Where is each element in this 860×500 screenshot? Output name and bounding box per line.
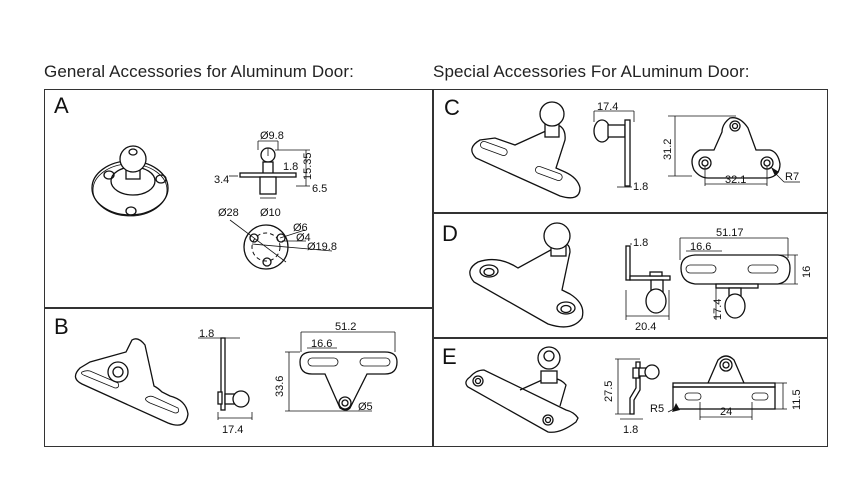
special-accessories-frame bbox=[432, 89, 828, 447]
dim-a-stem: 6.5 bbox=[312, 183, 327, 195]
dim-b-slot: 16.6 bbox=[311, 338, 332, 350]
dim-a-outer-dia: Ø28 bbox=[218, 207, 239, 219]
dim-e-spacing: 24 bbox=[720, 406, 732, 418]
dim-c-thk: 1.8 bbox=[633, 181, 648, 193]
dim-b-thk: 1.8 bbox=[199, 328, 214, 340]
dim-d-height: 16 bbox=[801, 266, 813, 278]
panel-a: A bbox=[44, 89, 434, 307]
dim-c-spacing: 32.1 bbox=[725, 174, 746, 186]
dim-c-depth: 17.4 bbox=[597, 101, 618, 113]
dim-d-ball: 17.4 bbox=[712, 299, 724, 320]
dim-a-hole-dia: Ø6 bbox=[293, 222, 308, 234]
divider-c-d bbox=[432, 212, 828, 214]
divider-d-e bbox=[432, 337, 828, 339]
general-accessories-heading: General Accessories for Aluminum Door: bbox=[44, 62, 354, 81]
dim-d-thk: 1.8 bbox=[633, 237, 648, 249]
dim-b-height: 33.6 bbox=[274, 376, 286, 397]
dim-b-length: 51.2 bbox=[335, 321, 356, 333]
panel-b: B bbox=[44, 308, 434, 447]
dim-c-height: 31.2 bbox=[662, 139, 674, 160]
dim-c-radius: R7 bbox=[785, 171, 799, 183]
dim-b-hole: Ø5 bbox=[358, 401, 373, 413]
dim-b-depth: 17.4 bbox=[222, 424, 243, 436]
panel-label-a: A bbox=[54, 93, 69, 118]
dim-e-thk: 1.8 bbox=[623, 424, 638, 436]
dim-a-plate-thk: 1.8 bbox=[283, 161, 298, 173]
divider-a-b bbox=[44, 307, 434, 309]
dim-a-pcd: Ø19.8 bbox=[307, 241, 337, 253]
panel-label-e: E bbox=[442, 344, 457, 369]
dim-e-plate-height: 11.5 bbox=[791, 389, 803, 410]
special-accessories-heading: Special Accessories For ALuminum Door: bbox=[433, 62, 750, 81]
dim-a-flange: 3.4 bbox=[214, 174, 229, 186]
dim-d-length: 51.17 bbox=[716, 227, 744, 239]
dim-d-depth: 20.4 bbox=[635, 321, 656, 333]
dim-e-height: 27.5 bbox=[603, 381, 615, 402]
panel-label-b: B bbox=[54, 314, 69, 339]
panel-label-c: C bbox=[444, 95, 460, 120]
panel-d: D bbox=[432, 213, 828, 337]
general-accessories-frame bbox=[44, 89, 434, 447]
dim-a-ball-dia: Ø9.8 bbox=[260, 130, 284, 142]
panel-c: C bbox=[432, 89, 828, 212]
panel-label-d: D bbox=[442, 221, 458, 246]
dim-a-height: 15.35 bbox=[302, 152, 314, 180]
dim-e-radius: R5 bbox=[650, 403, 664, 415]
dim-a-stem-dia: Ø10 bbox=[260, 207, 281, 219]
dim-d-slot: 16.6 bbox=[690, 241, 711, 253]
panel-e: E bbox=[432, 338, 828, 447]
dim-a-inner-hole: Ø4 bbox=[296, 232, 311, 244]
